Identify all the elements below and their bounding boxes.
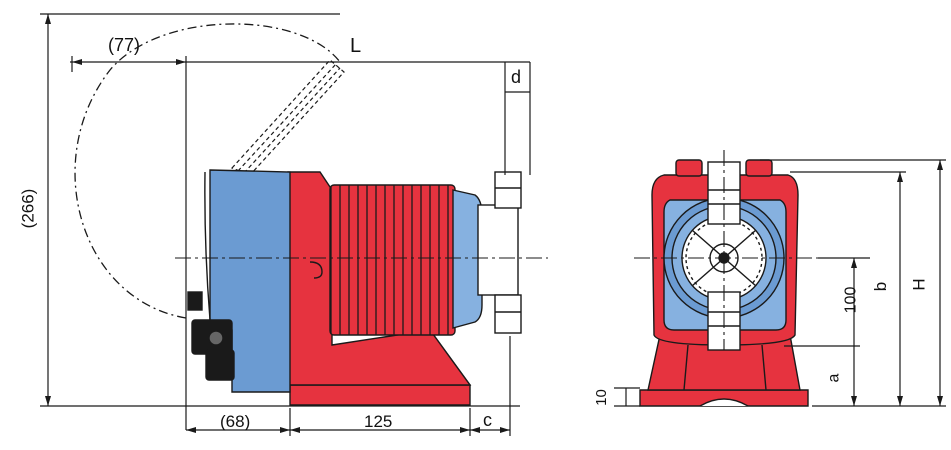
dim-label-68: (68) xyxy=(220,412,251,431)
pump-head xyxy=(452,189,483,329)
dim-label-125: 125 xyxy=(364,412,393,431)
dim-label-100: 100 xyxy=(842,286,860,314)
side-view xyxy=(74,23,548,406)
dim-label-H: H xyxy=(909,278,929,291)
dim-label-a: a xyxy=(825,373,843,383)
front-view xyxy=(634,150,818,407)
dim-label-266: (266) xyxy=(18,188,38,229)
dim-label-d: d xyxy=(511,67,522,87)
dimension-arrows xyxy=(45,14,510,433)
front-dimension-lines xyxy=(614,159,946,407)
side-dimension-lines xyxy=(40,13,531,436)
dim-label-L: L xyxy=(350,35,362,57)
cooling-fins xyxy=(329,184,456,336)
open-cover-outline xyxy=(230,59,345,176)
dim-label-10: 10 xyxy=(592,389,610,406)
cover-swing-arc xyxy=(74,23,341,319)
cable-gland xyxy=(187,291,203,311)
fitting-block xyxy=(477,204,519,296)
dim-label-b: b xyxy=(871,281,891,292)
base-foot xyxy=(289,384,471,406)
dim-label-c: c xyxy=(483,410,492,430)
front-dimension-arrows xyxy=(851,160,943,406)
dim-label-77: (77) xyxy=(108,35,141,55)
